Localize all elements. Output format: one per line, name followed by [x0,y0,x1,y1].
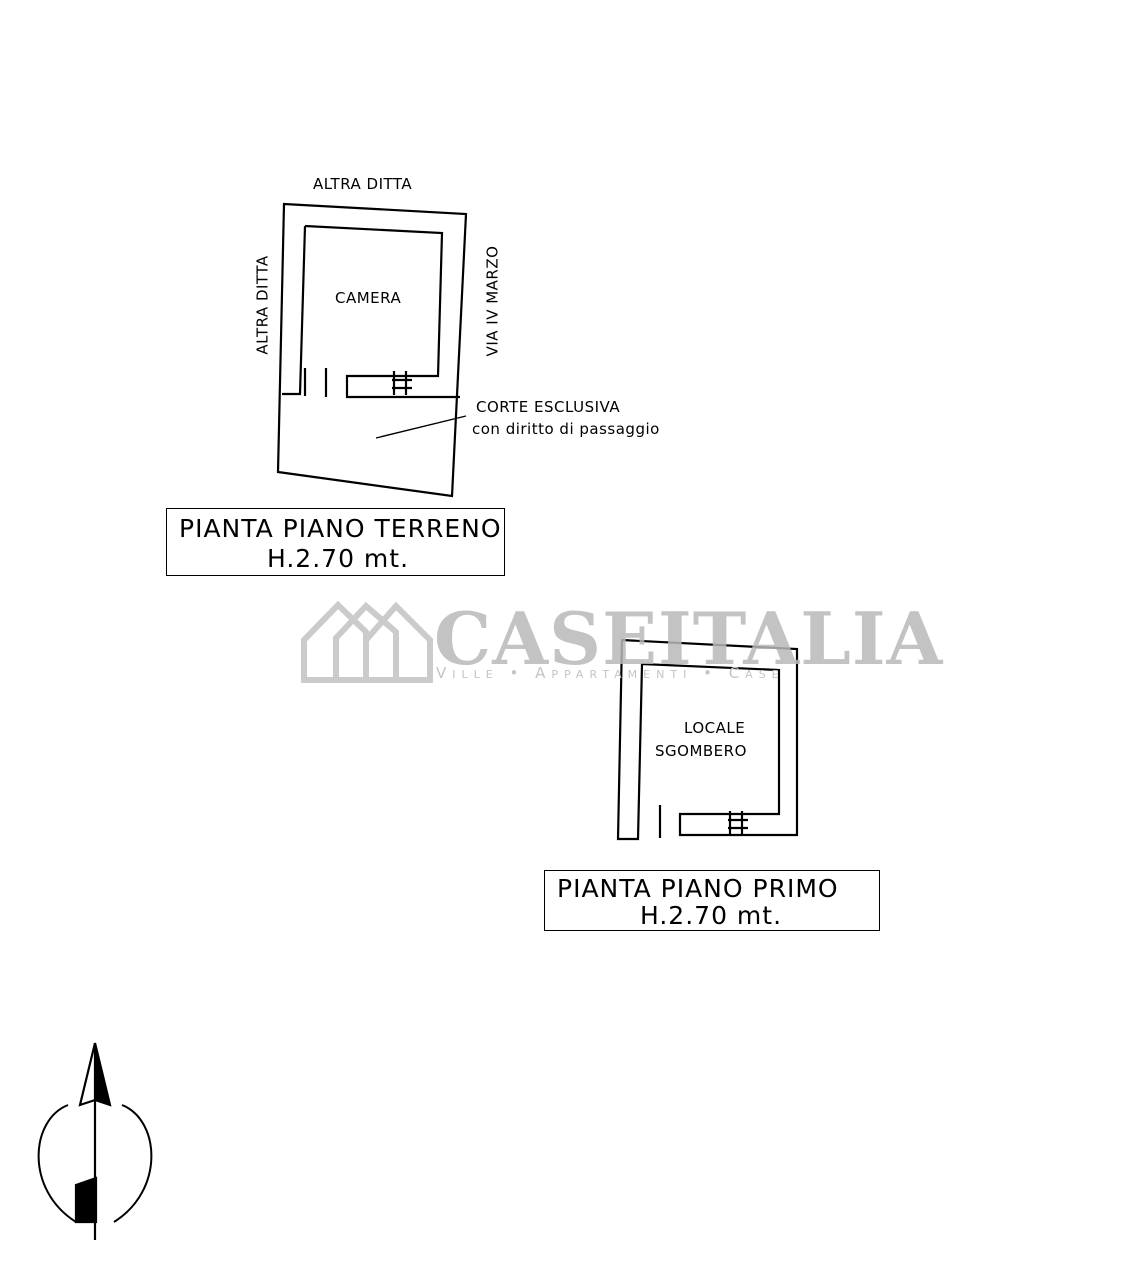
first-floor-outer-wall [616,638,799,841]
ground-floor-height: H.2.70 mt. [267,544,410,573]
court-easement-label: con diritto di passaggio [472,420,660,438]
court-label: CORTE ESCLUSIVA [476,398,621,416]
court-leader-line [375,415,467,439]
room-sgombero-label: SGOMBERO [655,742,747,760]
ground-floor-title: PIANTA PIANO TERRENO [179,514,502,543]
street-label: VIA IV MARZO [483,245,502,357]
ground-floor-stair-mark [392,371,412,395]
north-arrow-icon [93,1042,112,1107]
first-floor-stair-mark [728,811,748,834]
neighbor-top-label: ALTRA DITTA [313,175,413,193]
watermark-tagline: Ville • Appartamenti • Case [436,664,785,682]
ground-floor-inner-left-wall [282,225,307,396]
watermark-brand: CASEITALIA [434,596,944,681]
ground-floor-title-box: PIANTA PIANO TERRENO H.2.70 mt. [166,508,505,576]
first-floor-height: H.2.70 mt. [640,901,783,930]
room-camera-label: CAMERA [335,289,402,307]
ground-floor-outer-wall [276,202,468,498]
first-floor-title-box: PIANTA PIANO PRIMO H.2.70 mt. [544,870,880,931]
neighbor-left-label: ALTRA DITTA [253,255,272,355]
room-locale-label: LOCALE [684,719,746,737]
compass-base-mark [74,1176,98,1224]
ground-floor-camera-room [304,224,460,399]
house-logo-icon [301,600,433,683]
first-floor-title: PIANTA PIANO PRIMO [557,874,839,903]
